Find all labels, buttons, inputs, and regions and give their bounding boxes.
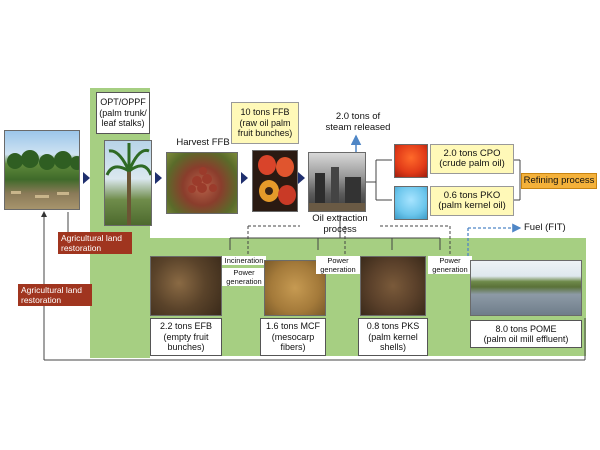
efb-box: 2.2 tons EFB (empty fruit bunches) [150,318,222,356]
agri-restoration-top-label: Agricultural land restoration [58,232,132,254]
efb-photo [150,256,222,316]
cpo-box: 2.0 tons CPO (crude palm oil) [430,144,514,174]
steam-label: 2.0 tons of steam released [318,111,398,133]
power-generation-label-1: Power generation [222,268,266,286]
efb-line-2: (empty fruit [163,331,209,342]
arrow-right-icon [83,172,90,184]
harvest-ffb-label: Harvest FFB [176,137,230,148]
cpo-photo [394,144,428,178]
efb-line-1: 2.2 tons EFB [159,321,213,332]
pko-photo [394,186,428,220]
mcf-line-3: fibers) [280,342,306,353]
arrow-right-icon [155,172,162,184]
pome-box: 8.0 tons POME (palm oil mill effluent) [470,320,582,348]
cpo-line-2: (crude palm oil) [439,158,505,169]
palm-trees-icon [7,150,79,198]
agri-top-line-1: Agricultural land [61,233,122,243]
efb-line-3: bunches) [167,342,205,353]
pko-box: 0.6 tons PKO (palm kernel oil) [430,186,514,216]
steam-line-2: steam released [325,121,391,133]
agri-top-line-2: restoration [61,243,102,253]
power-gen-3-line-1: Power [439,256,461,265]
arrow-right-icon [241,172,248,184]
ffb-box: 10 tons FFB (raw oil palm fruit bunches) [231,102,299,144]
refining-process-box: Refining process [521,173,597,189]
power-generation-label-3: Power generation [428,256,472,274]
power-generation-label-2: Power generation [316,256,360,274]
mcf-box: 1.6 tons MCF (mesocarp fibers) [260,318,326,356]
cpo-line-1: 2.0 tons CPO [443,147,501,159]
fuel-fit-label: Fuel (FIT) [524,222,566,233]
pks-line-2: (palm kernel [368,331,418,342]
oil-mill-photo [308,152,366,212]
oil-extraction-line-1: Oil extraction [312,213,368,224]
pome-photo [470,260,582,316]
arrow-right-icon [298,172,305,184]
pko-line-1: 0.6 tons PKO [443,189,501,201]
pome-line-2: (palm oil mill effluent) [483,334,569,344]
palm-fruit-icon [258,155,296,205]
power-gen-2-line-1: Power [327,256,349,265]
steam-line-1: 2.0 tons of [335,111,381,122]
agri-left-line-1: Agricultural land [21,285,82,295]
fruit-closeup-photo [252,150,298,212]
palm-tree-icon [105,143,151,225]
pome-line-1: 8.0 tons POME [495,323,557,334]
mcf-line-2: (mesocarp [271,331,315,342]
pks-line-3: shells) [379,342,406,353]
fruit-bunch-icon [188,167,217,193]
power-gen-1-line-1: Power [233,268,255,277]
opt-line-2: (palm trunk/ [99,107,147,118]
palm-tree-photo [104,140,152,226]
pks-box: 0.8 tons PKS (palm kernel shells) [358,318,428,356]
ffb-photo [166,152,238,214]
agri-restoration-left-label: Agricultural land restoration [18,284,92,306]
pks-line-1: 0.8 tons PKS [366,321,420,332]
opt-oppf-box: OPT/OPPF (palm trunk/ leaf stalks) [96,92,150,134]
power-gen-3-line-2: generation [432,265,468,274]
pko-line-2: (palm kernel oil) [438,200,506,211]
oil-extraction-line-2: process [323,223,357,235]
ffb-line-3: fruit bunches) [237,128,293,139]
opt-line-1: OPT/OPPF [100,97,146,108]
mcf-photo [264,260,326,316]
agri-left-line-2: restoration [21,295,62,305]
ffb-line-2: (raw oil palm [239,117,291,128]
mcf-line-1: 1.6 tons MCF [265,321,321,332]
pks-photo [360,256,426,316]
ffb-line-1: 10 tons FFB [240,107,290,118]
plantation-photo [4,130,80,210]
factory-icon [309,167,365,211]
oil-extraction-label: Oil extraction process [300,213,380,235]
opt-line-3: leaf stalks) [101,118,145,129]
power-gen-2-line-2: generation [320,265,356,274]
power-gen-1-line-2: generation [226,277,262,286]
incineration-label: Incineration [222,256,266,265]
